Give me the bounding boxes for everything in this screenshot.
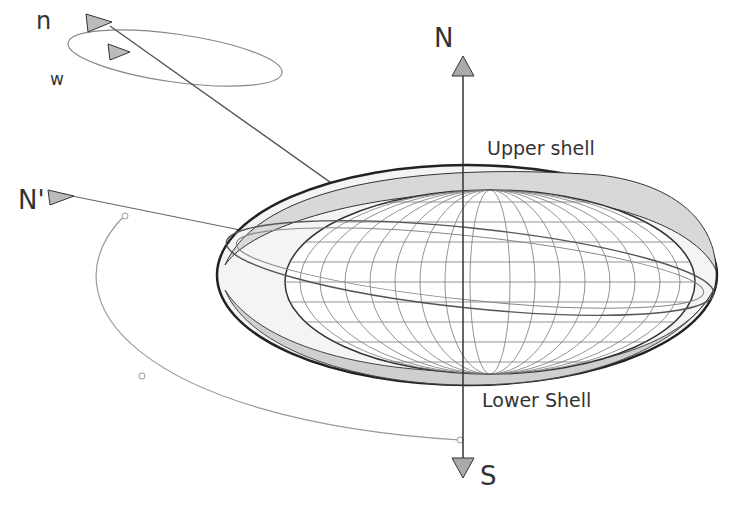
- axis-letter: n: [36, 8, 51, 34]
- axis-letter: N': [18, 186, 45, 215]
- axis-letter: S: [480, 462, 497, 491]
- part-name: Upper shell: [487, 138, 595, 159]
- part-name: Lower Shell: [482, 390, 591, 411]
- axis-letter: w: [50, 70, 64, 89]
- axis-letter: N: [434, 24, 453, 53]
